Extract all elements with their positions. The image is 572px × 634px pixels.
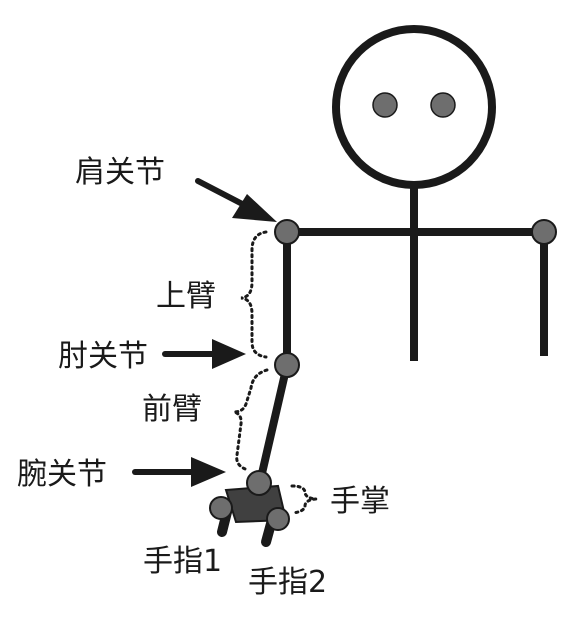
finger-2-joint <box>266 507 290 531</box>
shoulder-joint <box>274 219 300 245</box>
right-eye <box>430 92 456 118</box>
stick-figure-head <box>332 25 496 189</box>
finger-1-joint <box>209 496 233 520</box>
forearm-brace <box>233 368 269 472</box>
shoulder-joint-label: 肩关节 <box>75 155 165 190</box>
wrist-arrow <box>132 457 226 487</box>
shoulder-arrow <box>195 178 277 222</box>
palm-label: 手掌 <box>330 484 390 519</box>
upper-arm-brace <box>240 230 268 359</box>
finger-2-label: 手指2 <box>248 565 327 600</box>
left-eye <box>372 92 398 118</box>
palm-brace <box>290 484 317 515</box>
elbow-joint <box>274 352 300 378</box>
forearm-line <box>256 364 291 483</box>
wrist-joint <box>246 470 272 496</box>
elbow-joint-label: 肘关节 <box>58 339 148 374</box>
finger-1-label: 手指1 <box>143 544 222 579</box>
elbow-arrow <box>162 339 246 369</box>
wrist-joint-label: 腕关节 <box>17 457 107 492</box>
forearm-label: 前臂 <box>142 392 202 427</box>
stick-figure-body <box>256 185 548 483</box>
right-shoulder-joint <box>531 219 557 245</box>
hand <box>209 484 290 547</box>
upper-arm-label: 上臂 <box>156 279 216 314</box>
